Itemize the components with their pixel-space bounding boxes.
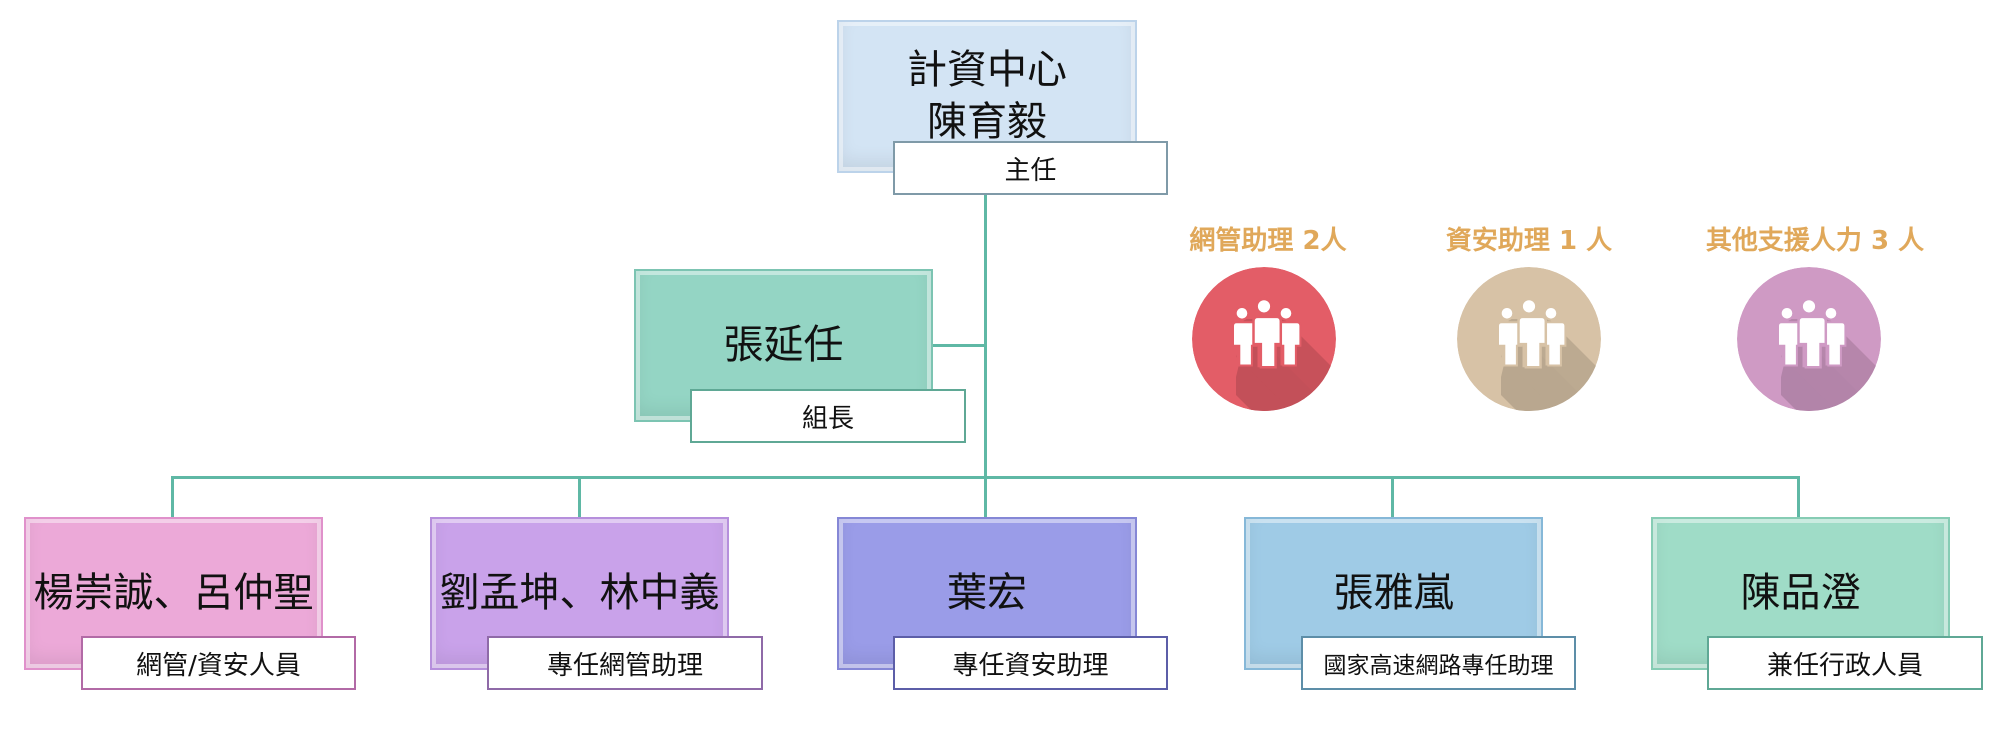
director-title-tag: 主任 [893,141,1168,195]
member-title-tag-4: 國家高速網路專任助理 [1301,636,1576,690]
connector-leader [932,344,986,347]
member-title-tag-1: 網管/資安人員 [81,636,356,690]
connector-drop-4 [1391,476,1394,518]
connector-drop-3 [984,476,987,518]
director-unit: 計資中心 [907,47,1067,94]
people-group-icon [1737,267,1881,411]
stat-label-security-assistants: 資安助理 1 人 [1445,226,1613,256]
people-group-icon [1192,267,1336,411]
member-name-1: 楊崇誠、呂仲聖 [33,569,314,616]
people-group-icon [1457,267,1601,411]
connector-top-vertical [984,194,987,478]
leader-name: 張延任 [723,321,844,368]
member-title-tag-2: 專任網管助理 [487,636,763,690]
director-name: 陳育毅 [927,98,1047,145]
member-name-4: 張雅嵐 [1333,569,1454,616]
member-name-3: 葉宏 [947,569,1027,616]
member-title-tag-5: 兼任行政人員 [1707,636,1983,690]
member-name-5: 陳品澄 [1740,569,1861,616]
member-title-tag-3: 專任資安助理 [893,636,1168,690]
leader-title-tag: 組長 [690,389,966,443]
connector-drop-5 [1797,476,1800,518]
stat-label-other-support: 其他支援人力 3 人 [1705,226,1925,256]
connector-drop-2 [578,476,581,518]
connector-drop-1 [171,476,174,518]
stat-label-network-assistants: 網管助理 2人 [1189,226,1347,256]
member-name-2: 劉孟坤、林中義 [439,569,720,616]
